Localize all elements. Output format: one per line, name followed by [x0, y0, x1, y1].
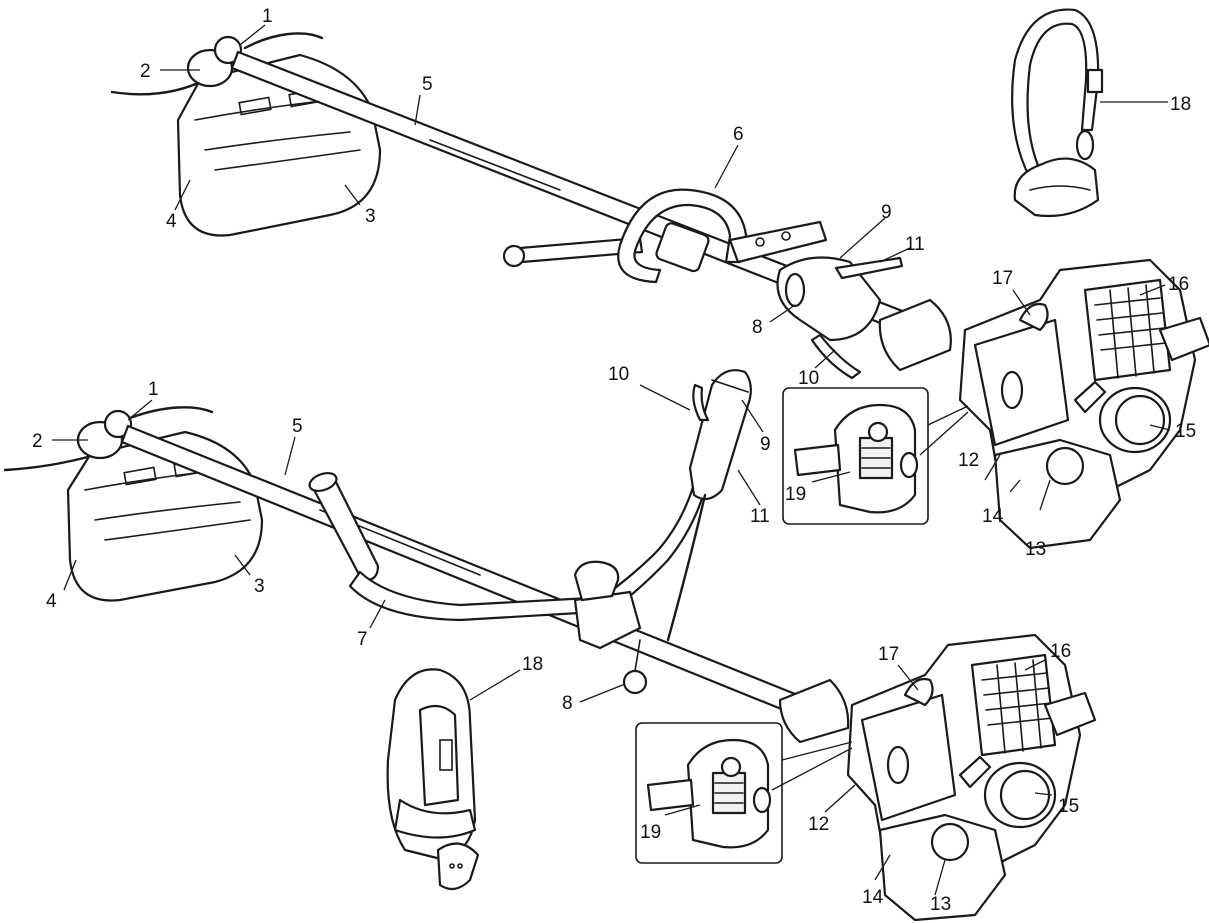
- upper-brushcutter: [110, 32, 1209, 550]
- callout: 3: [365, 206, 376, 227]
- callout: 15: [1058, 796, 1079, 817]
- lower-throttle-grip: [688, 369, 752, 501]
- callout: 17: [878, 644, 899, 665]
- callout: 1: [262, 6, 273, 27]
- upper-throttle-lever: [810, 333, 862, 380]
- callout: 2: [32, 431, 43, 452]
- lower-callouts: 1 2 3 4 5 7 8 9 10 11 12 13 14 15 16 17 …: [32, 364, 1079, 915]
- upper-stop-switch: [834, 256, 904, 280]
- lower-hanger-ring: [622, 669, 648, 695]
- callout: 16: [1168, 274, 1189, 295]
- upper-gear-case: [213, 35, 243, 65]
- upper-primer-inset: [782, 387, 969, 525]
- callout: 17: [992, 268, 1013, 289]
- lower-handle-clamp: [573, 590, 642, 650]
- lower-fuel-cap: [930, 822, 970, 862]
- upper-fuel-cap: [1045, 446, 1085, 486]
- upper-shoulder-strap: [1011, 8, 1104, 218]
- upper-barrier-bar: [728, 220, 828, 264]
- callout: 8: [752, 317, 763, 338]
- upper-fuel-tank: [993, 438, 1122, 550]
- callout: 2: [140, 61, 151, 82]
- callout: 3: [254, 576, 265, 597]
- lower-starter-handle: [1043, 691, 1097, 737]
- callout: 13: [1025, 539, 1046, 560]
- lower-leader-lines: [52, 384, 1053, 896]
- upper-trimmer-line: [243, 32, 324, 50]
- lower-primer-inset: [635, 722, 853, 864]
- upper-throttle-grip: [776, 256, 882, 342]
- lower-clamp-knob: [573, 560, 620, 602]
- upper-loop-handle: [617, 188, 748, 284]
- callout: 18: [522, 654, 543, 675]
- lower-trimmer-line: [3, 453, 97, 472]
- callout: 6: [733, 124, 744, 145]
- upper-trimmer-line: [110, 78, 207, 96]
- callout: 5: [292, 416, 303, 437]
- upper-clutch-coupling: [878, 298, 952, 372]
- lower-trimmer-line: [128, 406, 214, 420]
- upper-hanger-ring: [784, 272, 806, 308]
- callout: 11: [905, 234, 925, 255]
- callout: 15: [1175, 421, 1196, 442]
- lower-throttle-lever: [692, 383, 710, 422]
- upper-leader-lines: [160, 24, 1171, 511]
- callout: 13: [930, 894, 951, 915]
- callout: 11: [750, 506, 770, 527]
- callout: 19: [785, 484, 806, 505]
- upper-spark-plug-cap: [1073, 380, 1107, 414]
- lower-spark-plug-cap: [958, 755, 992, 789]
- callout: 12: [958, 450, 979, 471]
- callout: 10: [608, 364, 629, 385]
- lower-brushcutter: [3, 369, 1097, 922]
- upper-starter-handle: [1158, 316, 1209, 362]
- callout: 4: [46, 591, 57, 612]
- lower-throttle-cable: [666, 493, 707, 642]
- callout: 5: [422, 74, 433, 95]
- callout: 1: [148, 379, 159, 400]
- callout: 14: [862, 887, 884, 908]
- upper-callouts: 1 2 3 4 5 6 8 9 10 11 12 13 14 15 16 17 …: [140, 6, 1196, 560]
- callout: 10: [798, 368, 819, 389]
- lower-gear-case: [103, 409, 133, 439]
- lower-choke-lever: [903, 677, 934, 707]
- callout: 9: [881, 202, 892, 223]
- callout: 4: [166, 211, 177, 232]
- callout: 19: [640, 822, 661, 843]
- callout: 18: [1170, 94, 1191, 115]
- lower-cooling-fins: [970, 653, 1057, 757]
- callout: 7: [357, 629, 368, 650]
- callout: 14: [982, 506, 1004, 527]
- callout: 9: [760, 434, 771, 455]
- callout: 8: [562, 693, 573, 714]
- upper-cooling-fins: [1083, 278, 1172, 382]
- callout: 16: [1050, 641, 1071, 662]
- lower-clutch-coupling: [778, 678, 850, 744]
- callout: 12: [808, 814, 829, 835]
- lower-harness: [386, 668, 480, 891]
- lower-air-cleaner: [860, 693, 957, 822]
